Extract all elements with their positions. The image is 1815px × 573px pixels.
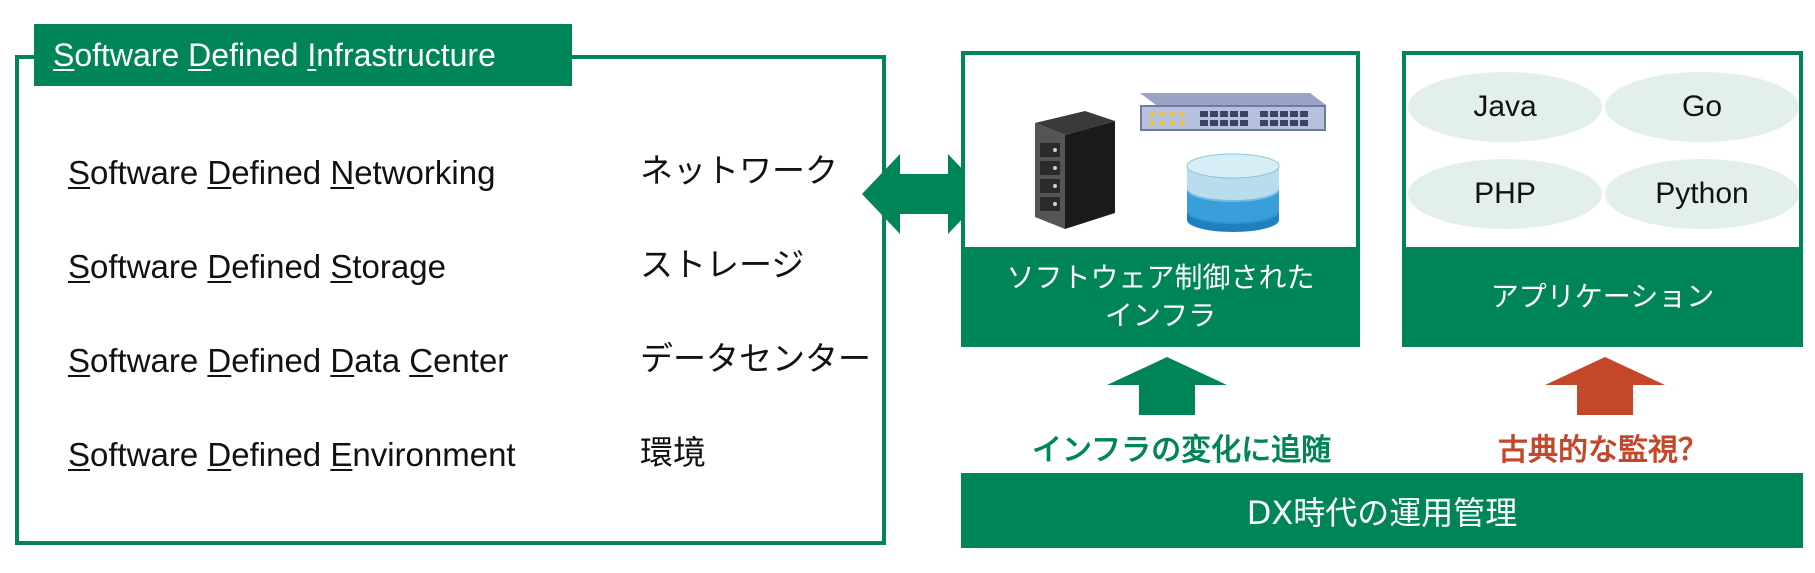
- app-panel-label: アプリケーション: [1402, 247, 1803, 347]
- lang-java: Java: [1408, 72, 1602, 142]
- row-term-word-rest: oftware: [90, 248, 208, 285]
- row-term-word-rest: efined: [231, 154, 331, 191]
- row-term-initial: D: [207, 342, 232, 379]
- infra-label-line1: ソフトウェア制御された: [1006, 261, 1315, 294]
- sddc-jp-label: データセンター: [640, 339, 871, 378]
- row-term-initial: D: [207, 248, 232, 285]
- infra-panel: [961, 51, 1360, 251]
- row-term-initial: C: [409, 342, 434, 379]
- sdi-title-initial: D: [188, 37, 212, 73]
- infra-label-line2: インフラ: [1104, 299, 1217, 332]
- lang-python: Python: [1605, 159, 1799, 229]
- row-term-word-rest: oftware: [90, 154, 208, 191]
- sdn-jp-label: ネットワーク: [640, 151, 838, 190]
- network-switch-icon: [1140, 93, 1326, 131]
- sde-term: Software Defined Environment: [68, 435, 516, 475]
- row-term-word-rest: efined: [231, 436, 331, 473]
- database-icon: [1186, 153, 1280, 232]
- row-term-word-rest: torage: [352, 248, 446, 285]
- sdi-title-initial: I: [307, 37, 317, 73]
- row-term-initial: S: [68, 342, 91, 379]
- sdi-title-word-rest: oftware: [74, 37, 189, 73]
- row-term-word-rest: etworking: [354, 154, 496, 191]
- sddc-term: Software Defined Data Center: [68, 341, 508, 381]
- app-panel: Java Go PHP Python: [1402, 51, 1803, 251]
- row-term-initial: S: [330, 248, 353, 285]
- row-term-word-rest: enter: [433, 342, 509, 379]
- server-rack-icon: [1035, 111, 1115, 229]
- sds-jp-label: ストレージ: [640, 245, 805, 284]
- sdn-term: Software Defined Networking: [68, 153, 495, 193]
- sdi-title-word-rest: nfrastructure: [316, 37, 496, 73]
- row-term-word-rest: nvironment: [352, 436, 516, 473]
- row-term-word-rest: efined: [231, 342, 331, 379]
- row-term-initial: S: [68, 248, 91, 285]
- lang-go: Go: [1605, 72, 1799, 142]
- up-arrow-green-icon: [1107, 357, 1227, 415]
- row-term-initial: D: [330, 342, 355, 379]
- caption-classic-monitoring: 古典的な監視？: [1498, 433, 1708, 468]
- caption-infra-follow: インフラの変化に追随: [1032, 433, 1332, 468]
- row-term-word-rest: ata: [354, 342, 410, 379]
- double-arrow-icon: [862, 154, 986, 234]
- bottom-bar: DX時代の運用管理: [961, 473, 1803, 548]
- row-term-initial: N: [330, 154, 355, 191]
- lang-php: PHP: [1408, 159, 1602, 229]
- row-term-initial: S: [68, 436, 91, 473]
- row-term-initial: D: [207, 436, 232, 473]
- row-term-word-rest: oftware: [90, 342, 208, 379]
- row-term-word-rest: efined: [231, 248, 331, 285]
- sdi-title-word-rest: efined: [211, 37, 308, 73]
- row-term-initial: S: [68, 154, 91, 191]
- infra-panel-label: ソフトウェア制御された インフラ: [961, 247, 1360, 347]
- sdi-title: Software Defined Infrastructure: [34, 24, 572, 86]
- row-term-initial: D: [207, 154, 232, 191]
- sde-jp-label: 環境: [640, 433, 706, 472]
- sds-term: Software Defined Storage: [68, 247, 446, 287]
- row-term-word-rest: oftware: [90, 436, 208, 473]
- row-term-initial: E: [330, 436, 353, 473]
- up-arrow-orange-icon: [1545, 357, 1665, 415]
- sdi-title-initial: S: [53, 37, 75, 73]
